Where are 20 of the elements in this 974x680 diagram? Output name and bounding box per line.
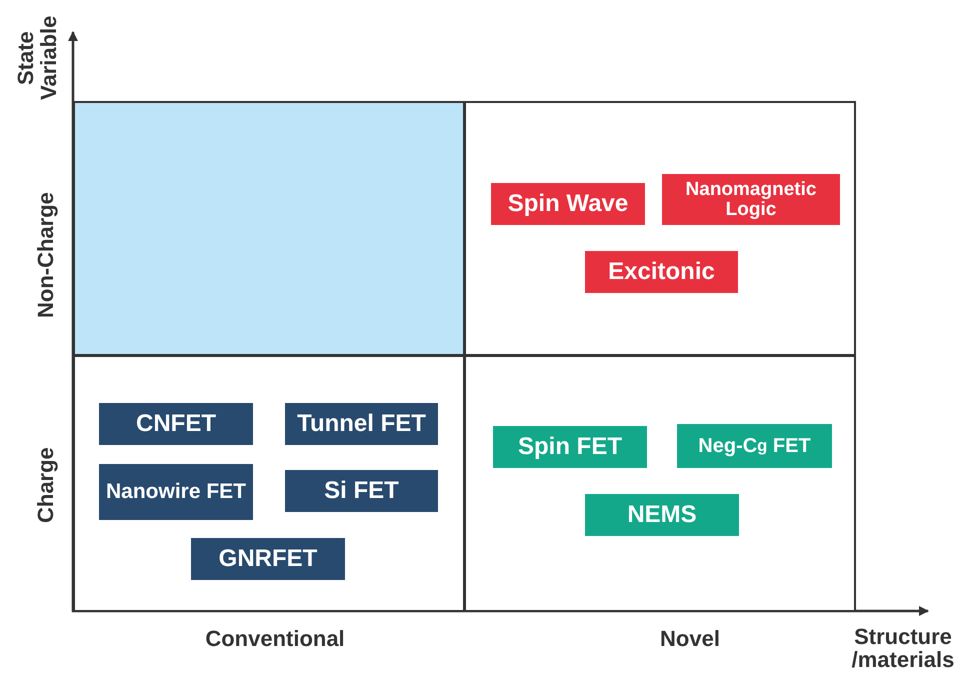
quadrant-box	[464, 355, 856, 612]
technology-box: Tunnel FET	[285, 403, 438, 445]
axis-title: State Variable	[14, 14, 60, 102]
axis-label: Novel	[659, 627, 721, 650]
quadrant-box	[73, 355, 465, 612]
axis-label: Charge	[34, 446, 58, 525]
technology-box: Spin FET	[493, 426, 647, 468]
technology-box: Nanomagnetic Logic	[662, 174, 840, 225]
technology-box: Excitonic	[585, 251, 738, 293]
technology-box: NEMS	[585, 494, 739, 536]
technology-box: Spin Wave	[491, 183, 645, 225]
technology-box: GNRFET	[191, 538, 345, 580]
technology-box: CNFET	[99, 403, 253, 445]
axis-title: Structure /materials	[850, 625, 956, 672]
quadrant-box	[464, 101, 856, 356]
axis-label: Non-Charge	[34, 191, 58, 320]
technology-box: Si FET	[285, 470, 438, 512]
quadrant-box	[73, 101, 465, 356]
axis-label: Conventional	[204, 627, 346, 650]
technology-box: Nanowire FET	[99, 464, 253, 520]
